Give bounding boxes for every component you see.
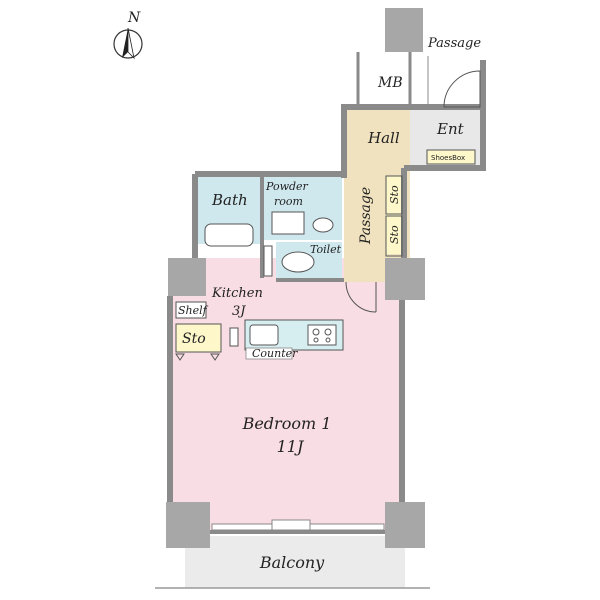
hall-label: Hall <box>367 129 400 147</box>
sto-upper-label: Sto <box>388 185 401 204</box>
mb-label: MB <box>377 75 403 91</box>
shelf-label: Shelf <box>178 304 209 317</box>
kitchen-sto-floor <box>176 324 221 352</box>
compass-arrow-half <box>127 27 135 60</box>
powder-room-label-2: room <box>274 195 303 208</box>
kitchen-label: Kitchen <box>211 286 263 301</box>
walls <box>166 8 486 548</box>
wall-column-ne <box>385 258 425 300</box>
bathtub-icon <box>204 223 254 247</box>
kitchen-sto-box <box>175 323 222 353</box>
entrance-door-swing <box>443 70 481 108</box>
bedroom-door-swing <box>345 281 377 313</box>
balcony-area <box>185 536 405 588</box>
passage-top-label: Passage <box>427 36 481 51</box>
compass: N <box>113 10 143 60</box>
toilet-label: Toilet <box>310 243 342 256</box>
sto-door-marker-2 <box>210 353 220 361</box>
ent-label: Ent <box>436 120 465 138</box>
passage-label: Passage <box>358 187 374 245</box>
stove-icon <box>307 324 337 346</box>
bath-label: Bath <box>211 191 248 209</box>
vanity-icon <box>271 211 305 235</box>
shoes-box <box>426 149 476 165</box>
wall-column-top <box>385 8 423 52</box>
sto-column-floor <box>386 176 404 254</box>
kitchen-sto-label: Sto <box>182 331 206 347</box>
wall-column-se <box>385 502 425 548</box>
wall-column-nw <box>168 258 206 296</box>
sink-icon <box>312 217 334 233</box>
compass-arrow-icon <box>122 28 128 58</box>
shelf-box <box>175 301 207 319</box>
kitchen-sink-icon <box>249 324 279 346</box>
shoes-box-label: ShoesBox <box>431 154 465 162</box>
powder-room-label-1: Powder <box>265 180 309 193</box>
toilet-icon <box>281 251 315 273</box>
bedroom-size-label: 11J <box>277 437 305 456</box>
kitchen-size-label: 3J <box>232 304 246 319</box>
toilet-tank-icon <box>263 245 273 277</box>
sto-lower-label: Sto <box>388 225 401 244</box>
counter-tag <box>245 347 293 360</box>
sto-lower-box <box>385 215 403 257</box>
balcony-label: Balcony <box>259 553 325 572</box>
bedroom-label: Bedroom 1 <box>242 414 332 433</box>
compass-north-label: N <box>127 10 141 26</box>
counter-label: Counter <box>252 347 298 360</box>
sto-door-marker <box>175 353 185 361</box>
south-window <box>211 519 385 531</box>
wall-column-sw <box>166 502 210 548</box>
sto-upper-box <box>385 175 403 215</box>
fridge-icon <box>229 327 239 347</box>
